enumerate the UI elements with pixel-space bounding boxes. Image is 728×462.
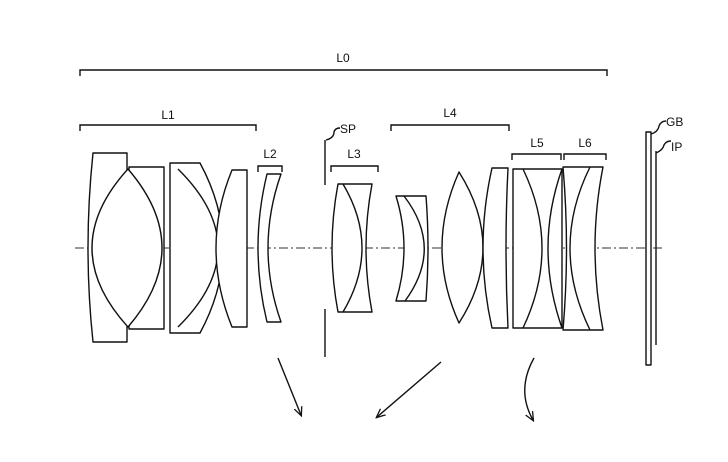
lens-element-l3: [331, 183, 373, 313]
lens-element-biconvex: [91, 168, 163, 328]
bracket-l1: [79, 124, 257, 131]
bracket-l0: [79, 69, 608, 76]
cemented-surface: [569, 166, 591, 331]
bracket-l4: [390, 124, 510, 131]
bracket-l2: [257, 165, 283, 172]
lens-group-l5: [512, 168, 563, 329]
label-l0: L0: [336, 51, 350, 65]
lens-group-l6: [562, 166, 604, 331]
label-l6: L6: [578, 136, 592, 150]
label-l2: L2: [263, 147, 277, 161]
cemented-surface: [547, 168, 563, 329]
label-l3: L3: [347, 147, 361, 161]
label-l1: L1: [161, 108, 175, 122]
label-l4: L4: [443, 106, 457, 120]
lens-group-l1: [87, 152, 248, 343]
bracket-l6: [563, 153, 607, 160]
sp-leader: [325, 127, 341, 141]
bracket-l3: [330, 165, 379, 172]
cemented-surface: [403, 195, 425, 302]
lens-element-4: [215, 169, 248, 328]
lens-group-l3: [331, 183, 373, 313]
lens-element-l4c: [482, 167, 509, 329]
arrow-l2-movement: [277, 357, 301, 415]
glass-block: [645, 131, 652, 366]
gb-leader: [650, 120, 667, 135]
lens-group-l2: [257, 173, 282, 323]
label-sp: SP: [340, 122, 356, 136]
cemented-surface: [522, 168, 543, 329]
lens-element-l4b: [441, 171, 484, 324]
lens-group-l4: [395, 167, 509, 329]
arrow-l5-movement: [524, 357, 535, 420]
label-l5: L5: [530, 136, 544, 150]
lens-element-3: [169, 162, 224, 334]
ip-leader: [655, 140, 672, 154]
cemented-surface: [342, 183, 363, 313]
arrow-l4-movement: [377, 361, 442, 417]
label-ip: IP: [671, 140, 682, 154]
lens-element-l6: [562, 166, 604, 331]
bracket-l5: [511, 153, 562, 160]
label-gb: GB: [666, 115, 683, 129]
